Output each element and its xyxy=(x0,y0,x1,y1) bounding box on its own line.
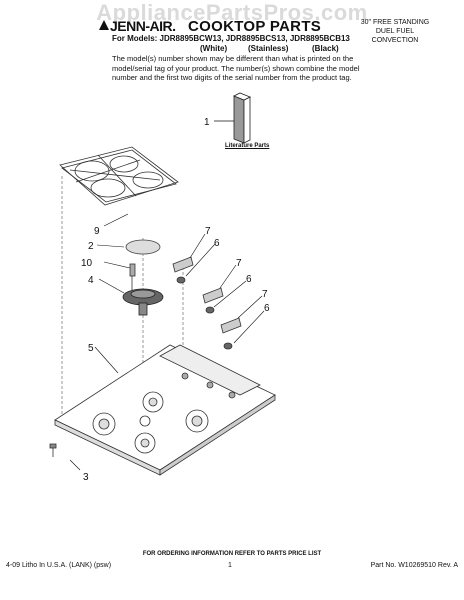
model-note: The model(s) number shown may be differe… xyxy=(112,54,360,83)
page-number: 1 xyxy=(228,562,232,569)
callout-number: 5 xyxy=(88,343,94,354)
callout-number: 2 xyxy=(88,241,94,252)
burner-cap xyxy=(125,239,161,255)
callout-number: 6 xyxy=(246,274,252,285)
watermark: AppliancePartsPros.com xyxy=(96,0,368,25)
variant-black: (Black) xyxy=(312,44,339,53)
product-type-line: DUEL FUEL xyxy=(375,28,415,35)
burner-base xyxy=(122,288,164,316)
knob-set xyxy=(220,317,242,350)
model-list: For Models: JDR8895BCW13, JDR8895BCS13, … xyxy=(112,34,350,43)
igniter-electrode xyxy=(129,263,136,290)
callout-number: 10 xyxy=(81,258,93,269)
brand-name: JENN-AIR. xyxy=(110,18,176,34)
ordering-info: FOR ORDERING INFORMATION REFER TO PARTS … xyxy=(142,551,322,557)
callout-number: 1 xyxy=(204,117,210,128)
variant-stainless: (Stainless) xyxy=(248,44,289,53)
brand-logo-icon xyxy=(99,20,109,30)
callout-number: 9 xyxy=(94,226,100,237)
knob-set xyxy=(202,287,224,314)
product-type-line: CONVECTION xyxy=(371,37,419,44)
print-info: 4-09 Litho In U.S.A. (LANK) (psw) xyxy=(6,562,112,569)
callout-number: 7 xyxy=(205,226,211,237)
leader-lines xyxy=(69,213,265,471)
page-title: COOKTOP PARTS xyxy=(188,18,322,35)
literature-booklet xyxy=(233,92,251,144)
cooktop-main-top xyxy=(54,344,276,476)
callout-number: 7 xyxy=(236,258,242,269)
mounting-screw xyxy=(49,443,57,457)
callout-number: 3 xyxy=(83,472,89,483)
part-number: Part No. W10269510 Rev. A xyxy=(370,562,458,569)
callout-number: 7 xyxy=(262,289,268,300)
literature-parts-label: Literature Parts xyxy=(225,143,270,149)
product-type: 30" FREE STANDING DUEL FUEL CONVECTION xyxy=(340,18,450,45)
callout-number: 4 xyxy=(88,275,94,286)
product-type-line: 30" FREE STANDING xyxy=(360,19,430,26)
variant-white: (White) xyxy=(200,44,228,53)
burner-grate xyxy=(59,146,179,206)
callout-number: 6 xyxy=(214,238,220,249)
knob-set xyxy=(172,256,194,284)
callout-number: 6 xyxy=(264,303,270,314)
